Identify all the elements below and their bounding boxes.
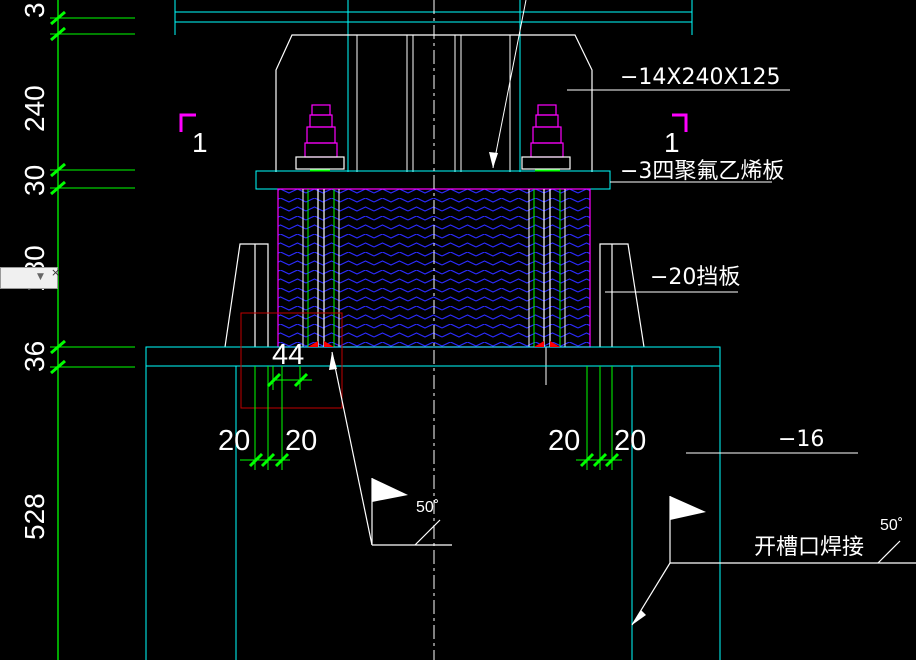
dim-240: 240 xyxy=(19,85,50,132)
close-icon[interactable]: × xyxy=(51,266,61,279)
label-plate-14x240x125: −14X240X125 xyxy=(620,65,781,90)
section-label-left: 1 xyxy=(192,127,208,158)
detail-frame xyxy=(240,312,343,409)
dim-44: 44 xyxy=(272,339,304,371)
dim-left-20a: 20 xyxy=(218,425,250,457)
weld-angle-right: 50˚ xyxy=(880,517,903,534)
label-plate-16: −16 xyxy=(778,427,824,452)
cad-dropdown-control[interactable]: ▼ × xyxy=(0,266,61,289)
label-baffle: −20挡板 xyxy=(650,265,740,290)
section-label-right: 1 xyxy=(664,127,680,158)
horizontal-dims xyxy=(240,366,622,470)
section-mark-right: 1 xyxy=(664,113,688,158)
dim-30: 30 xyxy=(19,165,50,196)
label-ptfe-plate: −3四聚氟乙烯板 xyxy=(620,159,784,184)
welds xyxy=(308,341,560,347)
bolt-left xyxy=(304,104,338,347)
bolt-sleeve-lines xyxy=(302,189,566,347)
ptfe-plate xyxy=(255,170,611,190)
section-mark-left: 1 xyxy=(179,113,208,158)
dim-36: 36 xyxy=(19,341,50,372)
right-baffle xyxy=(599,243,645,348)
weld-symbol-left xyxy=(331,351,452,546)
label-groove-weld: 开槽口焊接 xyxy=(754,535,864,560)
dim-3: 3 xyxy=(19,2,50,18)
leader-plate xyxy=(492,0,790,169)
left-baffle xyxy=(224,243,269,348)
dim-left-20b: 20 xyxy=(285,425,317,457)
base-plate xyxy=(145,346,721,367)
dim-528: 528 xyxy=(19,493,50,540)
vertical-dimension-texts: 3 240 30 180 36 528 xyxy=(19,2,50,540)
weld-angle-left: 50˚ xyxy=(416,499,439,516)
vertical-dimension-chain xyxy=(50,0,135,660)
chevron-down-icon[interactable]: ▼ xyxy=(37,272,44,282)
dim-right-20b: 20 xyxy=(614,425,646,457)
bolt-right xyxy=(530,104,564,347)
dim-right-20a: 20 xyxy=(548,425,580,457)
